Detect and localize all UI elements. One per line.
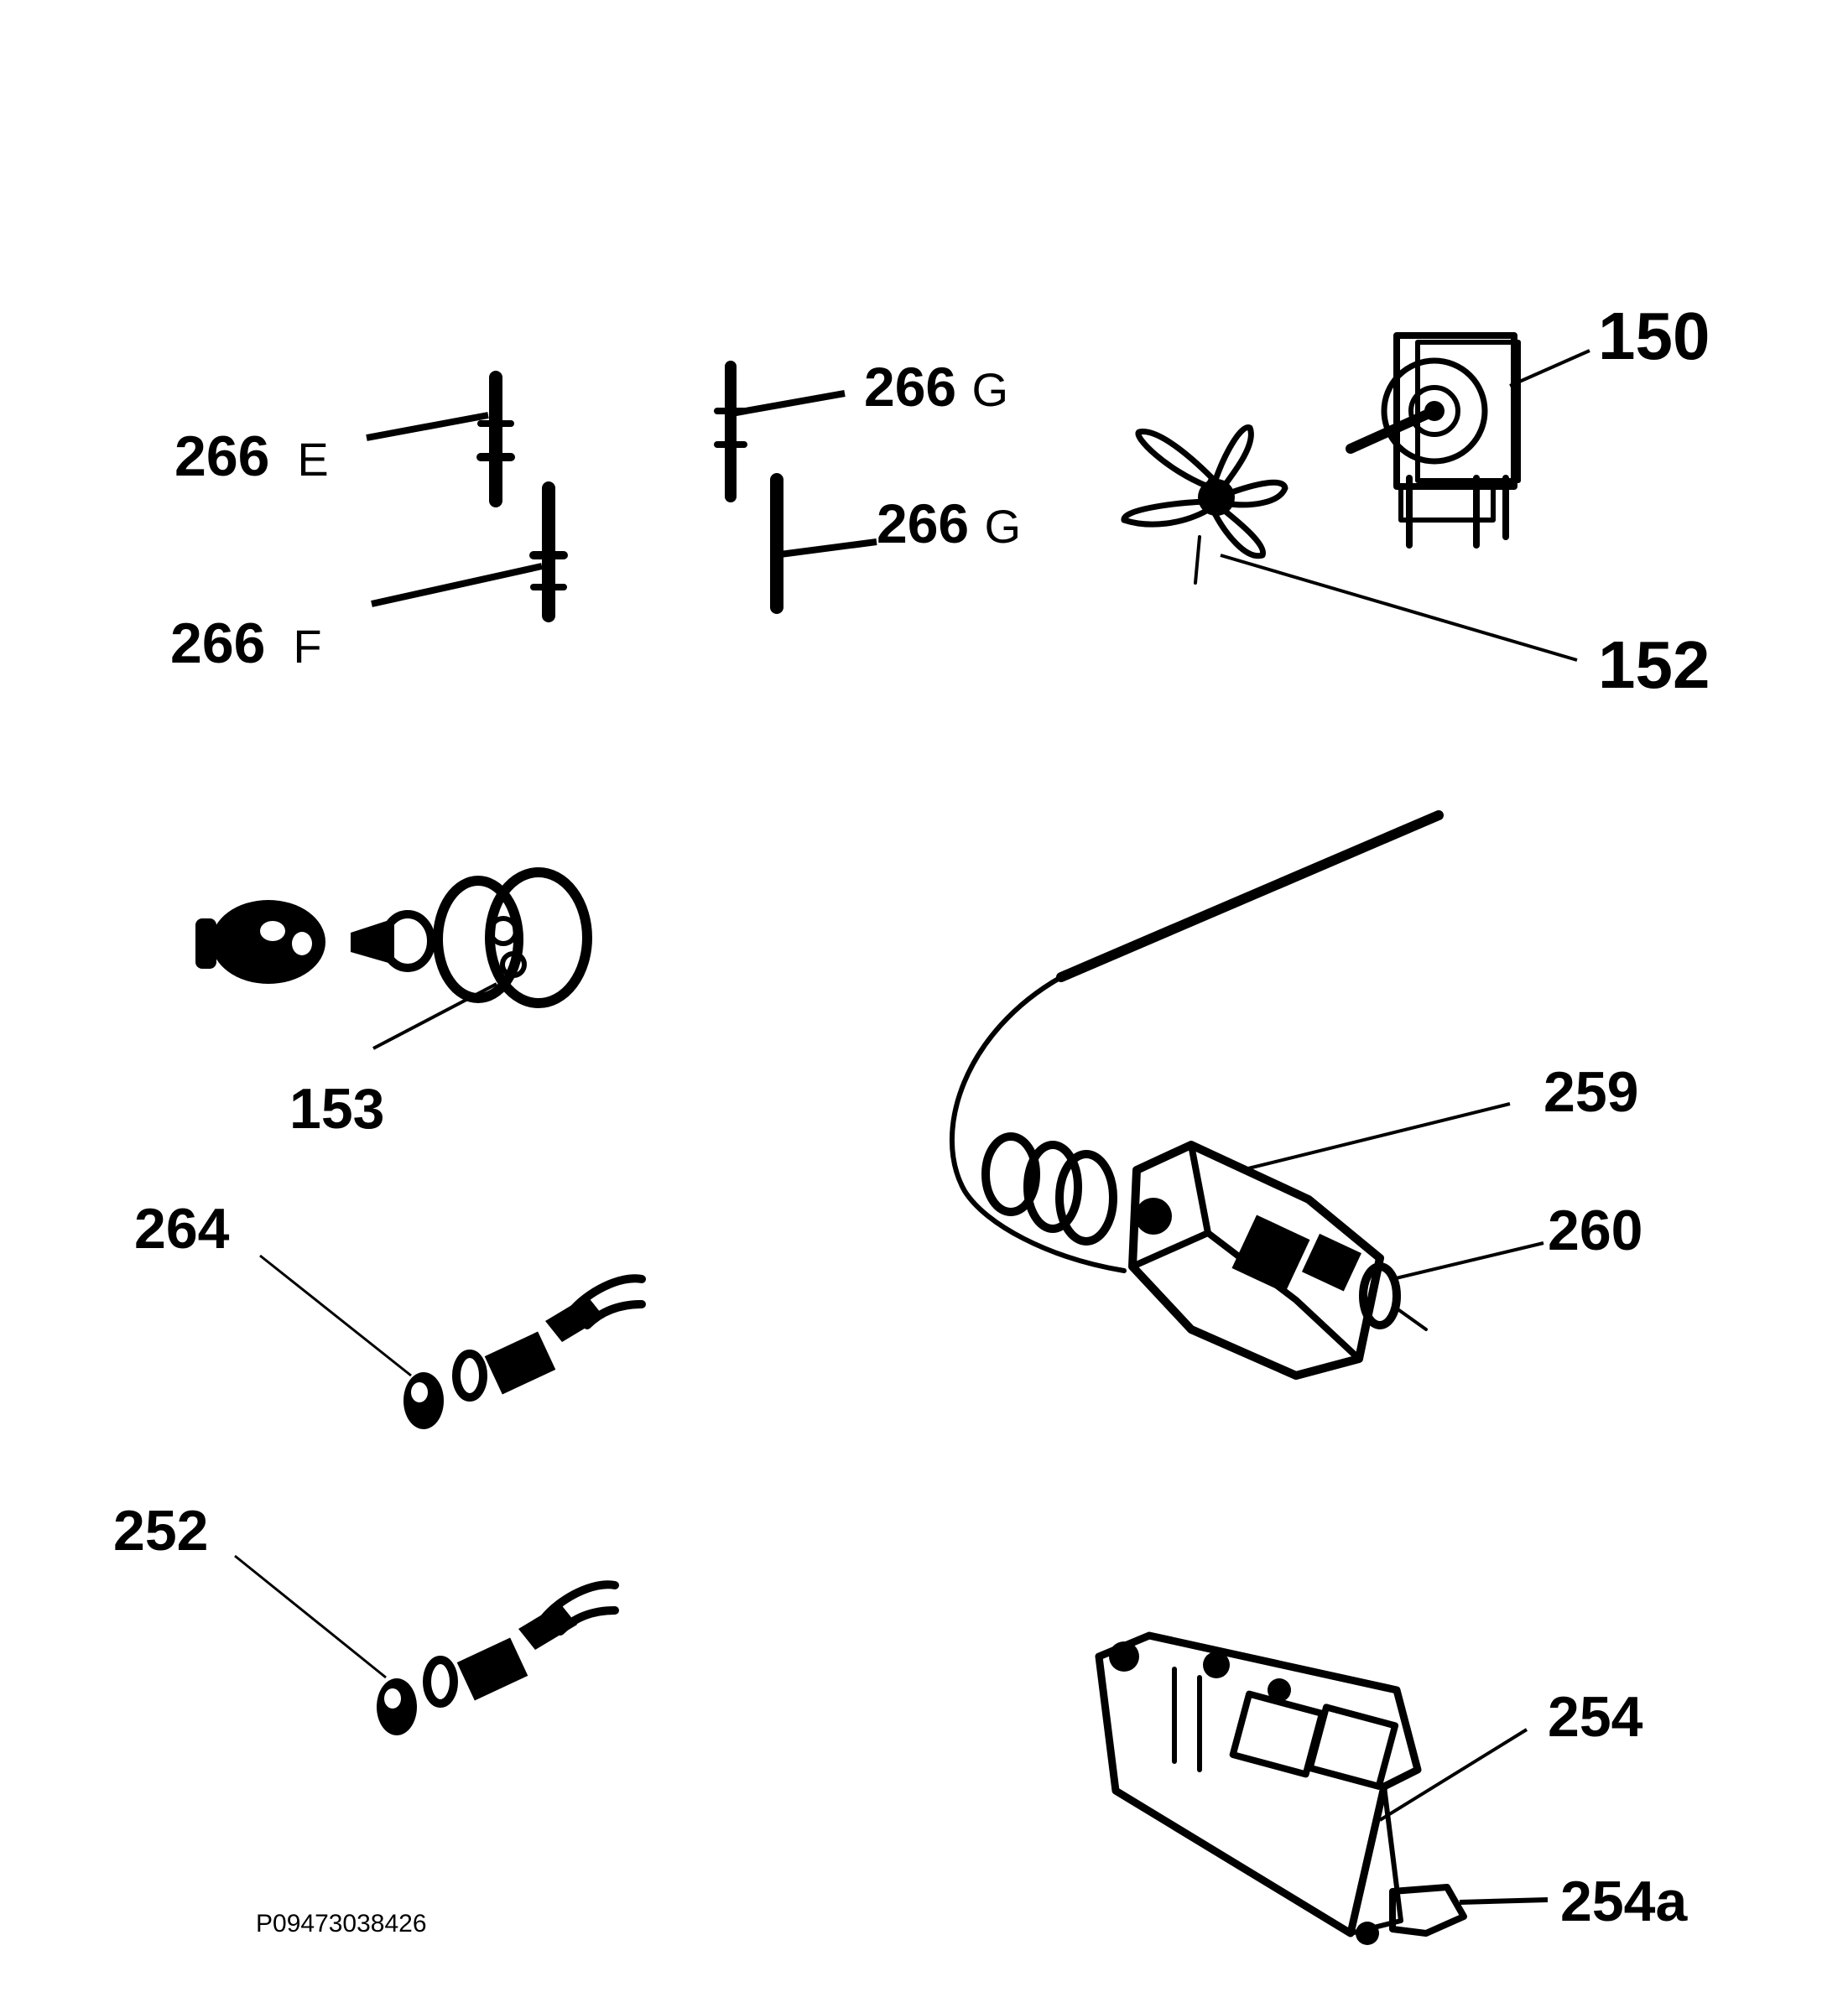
callout-259: 259	[1543, 1060, 1638, 1124]
leader-152	[1220, 554, 1578, 662]
callout-254: 254	[1548, 1685, 1643, 1749]
callout-266f-number: 266	[170, 611, 265, 675]
part-259-thermostat-capillary	[949, 810, 1444, 1380]
leader-150	[1509, 349, 1590, 388]
leader-259	[1241, 1102, 1511, 1172]
callout-266f-suffix: F	[293, 620, 321, 673]
callout-266g-mid-suffix: G	[984, 500, 1021, 553]
part-266g-top-pin	[714, 361, 747, 502]
leader-266f	[371, 563, 543, 607]
callout-266e: 266 E	[174, 424, 329, 488]
callout-266f: 266 F	[170, 611, 322, 675]
reference-code: P09473038426	[256, 1910, 427, 1938]
part-266f-pin	[529, 481, 568, 622]
leader-266e	[366, 412, 489, 441]
part-252-electrode	[377, 1580, 619, 1735]
callout-254a: 254a	[1560, 1870, 1688, 1933]
callout-266g-top: 266 G	[864, 356, 1008, 418]
leader-266g-top	[731, 390, 846, 417]
part-264-electrode	[403, 1274, 646, 1429]
leader-260	[1392, 1241, 1544, 1281]
callout-260: 260	[1548, 1199, 1642, 1262]
part-153-lamp-assembly	[195, 867, 592, 1008]
callout-153: 153	[289, 1077, 384, 1141]
leader-153	[372, 982, 497, 1050]
leader-266g-mid	[779, 538, 877, 558]
part-266e-pin	[476, 371, 515, 507]
callout-152: 152	[1598, 627, 1710, 702]
callout-266e-suffix: E	[297, 433, 328, 486]
leader-254	[1378, 1728, 1528, 1822]
callout-264: 264	[134, 1197, 230, 1261]
callout-266g-top-number: 266	[864, 356, 956, 418]
part-150-fan-motor	[1346, 332, 1521, 549]
callout-266e-number: 266	[174, 424, 269, 488]
callout-252: 252	[113, 1499, 208, 1563]
part-152-fan-blade	[1121, 424, 1288, 585]
part-254-ignition-generator	[1095, 1631, 1467, 1945]
callout-266g-top-suffix: G	[971, 363, 1008, 416]
leader-252	[234, 1554, 387, 1679]
callout-266g-mid-number: 266	[877, 492, 969, 554]
leader-254a	[1459, 1897, 1549, 1905]
callout-150: 150	[1598, 299, 1710, 373]
callout-266g-mid: 266 G	[877, 492, 1021, 554]
leader-264	[259, 1254, 412, 1377]
